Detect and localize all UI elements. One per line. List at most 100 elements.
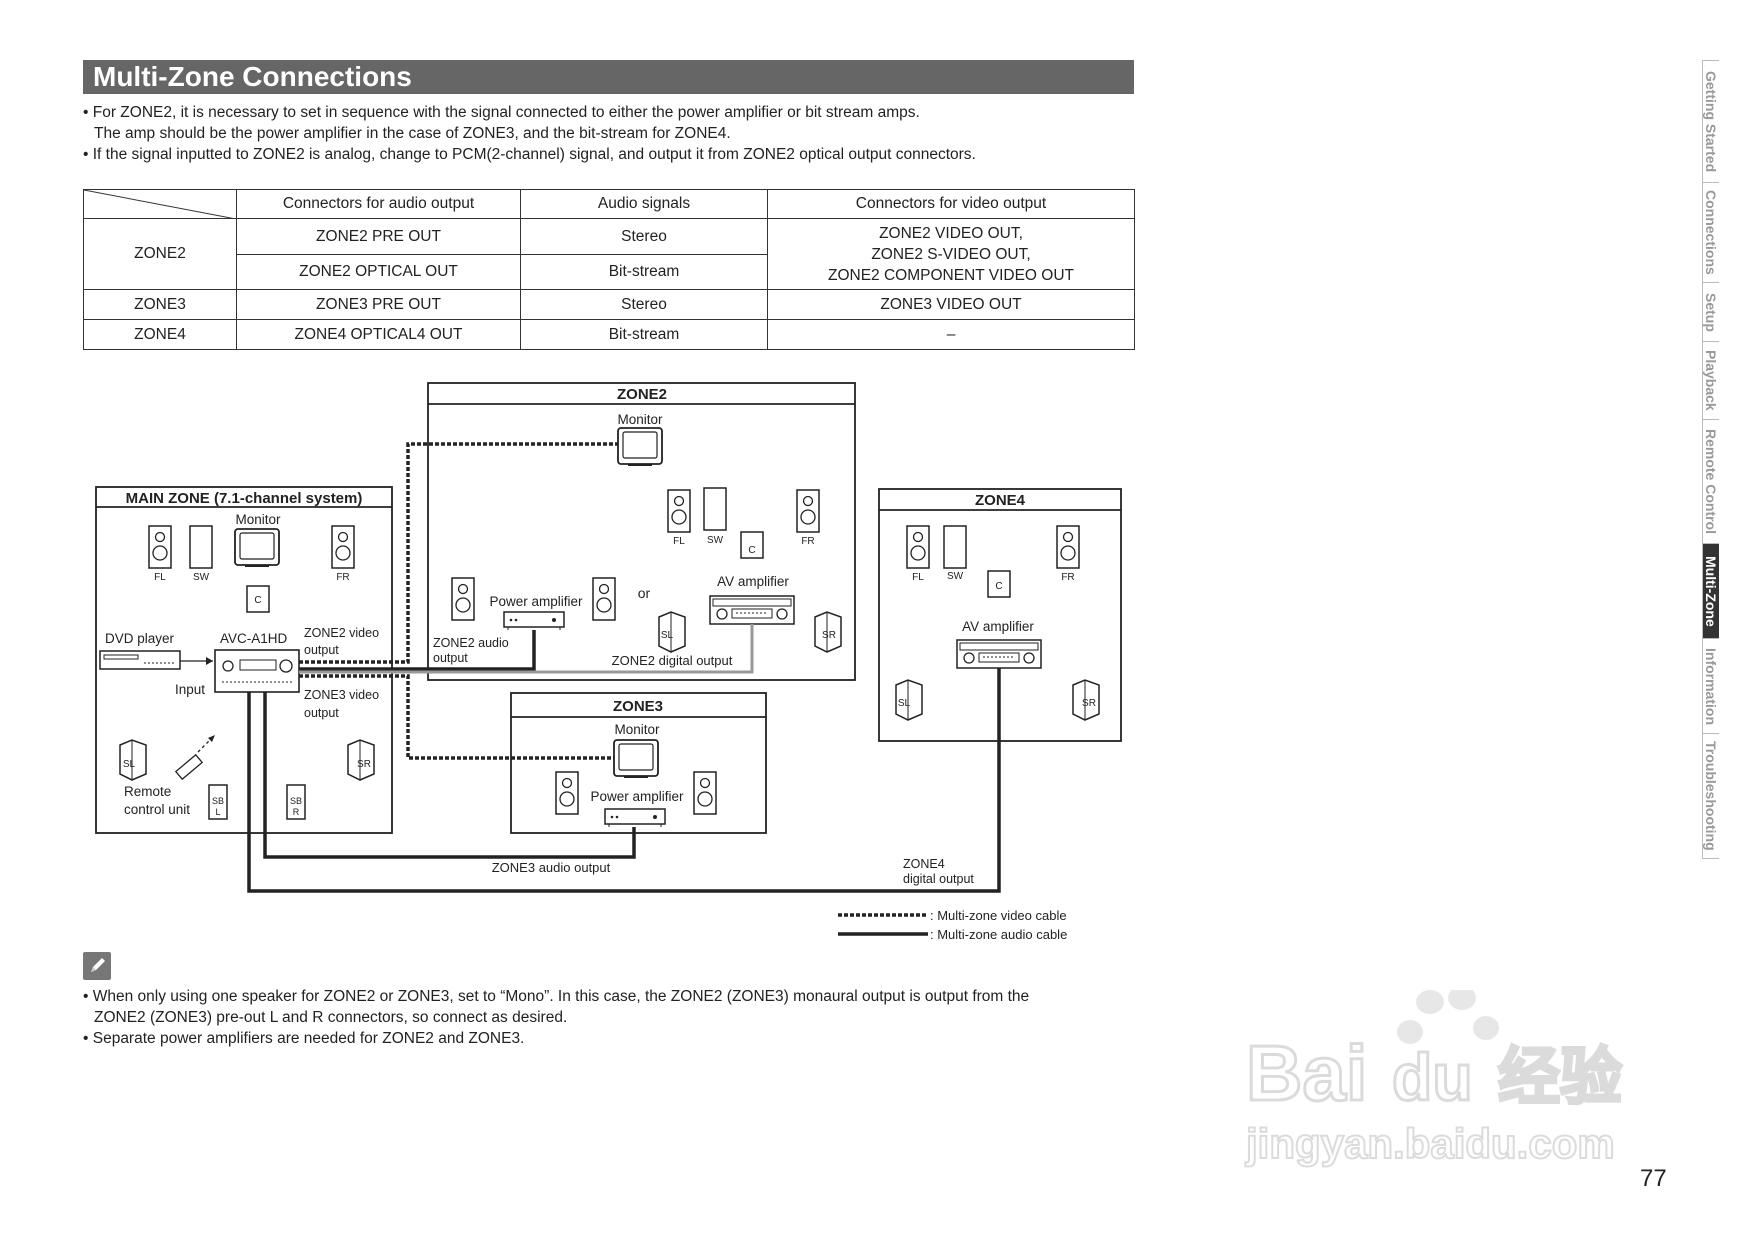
sw-label: SW	[193, 572, 210, 583]
video-cables	[299, 442, 618, 760]
c-label: C	[748, 545, 755, 556]
c-label: C	[995, 581, 1002, 592]
zone2-power-amplifier-icon	[503, 611, 565, 631]
audio-cables	[247, 624, 1001, 893]
legend-audio-label: : Multi-zone audio cable	[930, 927, 1067, 942]
fl-label: FL	[154, 572, 166, 583]
main-zone-title: MAIN ZONE (7.1-channel system)	[126, 490, 363, 507]
section-tabs: Getting Started Connections Setup Playba…	[1702, 60, 1754, 859]
tab-playback[interactable]: Playback	[1702, 341, 1719, 419]
table-cell: Bit-stream	[520, 319, 768, 350]
tab-multi-zone[interactable]: Multi-Zone	[1702, 543, 1719, 638]
dvd-player-icon	[99, 650, 181, 670]
zone4-title: ZONE4	[975, 492, 1026, 509]
zone2-monitor-label: Monitor	[617, 412, 663, 427]
or-label: or	[638, 585, 651, 601]
table-cell: Bit-stream	[520, 254, 768, 290]
table-corner-cell	[83, 189, 237, 219]
sbr-label: R	[293, 807, 300, 817]
tab-getting-started[interactable]: Getting Started	[1702, 60, 1719, 182]
pencil-note-icon	[83, 952, 111, 980]
table-header-row: Connectors for audio output Audio signal…	[83, 189, 1135, 219]
zone2-sw-speaker-icon	[703, 487, 727, 531]
zone4-fr-speaker-icon	[1056, 525, 1080, 569]
sbl-label: L	[215, 807, 220, 817]
fr-label: FR	[1061, 572, 1074, 583]
table-cell: ZONE2 PRE OUT	[236, 218, 521, 255]
cable-legend: : Multi-zone video cable : Multi-zone au…	[838, 908, 1067, 942]
zone3-monitor-icon	[613, 739, 659, 778]
table-row: ZONE4 ZONE4 OPTICAL4 OUT Bit-stream –	[83, 319, 1135, 350]
table-header: Audio signals	[520, 189, 768, 219]
zone2-audio-output-label: output	[433, 651, 468, 665]
zone2-right-speaker-icon	[592, 577, 616, 621]
zone2-audio-output-label: ZONE2 audio	[433, 636, 509, 650]
zone2-video-output-label: ZONE2 video	[304, 626, 379, 640]
zone3-right-speaker-icon	[693, 771, 717, 815]
page-number: 77	[1640, 1165, 1667, 1192]
table-cell: –	[767, 319, 1135, 350]
table-header: Connectors for video output	[767, 189, 1135, 219]
zone2-digital-output-label: ZONE2 digital output	[612, 653, 733, 668]
table-row: ZONE2 ZONE2 PRE OUT Stereo ZONE2 VIDEO O…	[83, 218, 1135, 290]
diagonal-line	[84, 190, 236, 219]
page-title: Multi-Zone Connections	[83, 60, 1134, 94]
table-cell: ZONE4 OPTICAL4 OUT	[236, 319, 521, 350]
bullet-item-continued: The amp should be the power amplifier in…	[94, 125, 731, 142]
zone2-video-output-label: output	[304, 643, 339, 657]
zone2-title: ZONE2	[617, 386, 667, 403]
remote-label: control unit	[124, 802, 190, 817]
receiver-icon	[214, 649, 300, 693]
video-connector: ZONE2 VIDEO OUT,	[879, 224, 1023, 242]
zone4-digital-output-label: ZONE4	[903, 857, 945, 871]
dvd-player-label: DVD player	[105, 631, 175, 646]
sw-label: SW	[947, 571, 964, 582]
tab-troubleshooting[interactable]: Troubleshooting	[1702, 733, 1719, 859]
note-item: • Separate power amplifiers are needed f…	[83, 1030, 525, 1047]
zone-label: ZONE3	[83, 289, 237, 320]
power-amplifier-label: Power amplifier	[489, 594, 583, 609]
main-fl-speaker-icon	[148, 525, 172, 569]
zone2-av-amplifier-icon	[709, 595, 795, 625]
zone-label: ZONE2	[83, 218, 237, 290]
sr-label: SR	[357, 759, 371, 770]
zone-table: Connectors for audio output Audio signal…	[83, 189, 1135, 350]
watermark-jingyan: 经验	[1498, 1043, 1622, 1112]
zone4-area: ZONE4 FL SW C FR AV amplifier SL SR	[878, 488, 1122, 742]
video-connector: ZONE2 S-VIDEO OUT,	[871, 245, 1031, 263]
zone4-fl-speaker-icon	[906, 525, 930, 569]
sbr-label: SB	[290, 796, 302, 806]
sl-label: SL	[898, 698, 911, 709]
zone2-fr-speaker-icon	[796, 489, 820, 533]
intro-bullets: • For ZONE2, it is necessary to set in s…	[83, 102, 1133, 165]
notes: • When only using one speaker for ZONE2 …	[83, 986, 1133, 1049]
tab-setup[interactable]: Setup	[1702, 282, 1719, 341]
tab-information[interactable]: Information	[1702, 638, 1719, 733]
zone4-sw-speaker-icon	[943, 525, 967, 569]
fr-label: FR	[801, 536, 814, 547]
fl-label: FL	[673, 536, 685, 547]
table-cell-video: ZONE2 VIDEO OUT, ZONE2 S-VIDEO OUT, ZONE…	[767, 218, 1135, 290]
sl-label: SL	[661, 630, 674, 641]
input-label: Input	[175, 682, 205, 697]
tab-connections[interactable]: Connections	[1702, 182, 1719, 282]
remote-label: Remote	[124, 784, 171, 799]
zone3-left-speaker-icon	[555, 771, 579, 815]
zone3-monitor-label: Monitor	[614, 722, 660, 737]
zone3-video-output-label: ZONE3 video	[304, 688, 379, 702]
table-row: ZONE2 OPTICAL OUT Bit-stream	[84, 254, 1135, 290]
receiver-label: AVC-A1HD	[220, 631, 288, 646]
zone2-av-amplifier-label: AV amplifier	[717, 574, 789, 589]
tab-remote-control[interactable]: Remote Control	[1702, 419, 1719, 543]
sr-label: SR	[822, 630, 836, 641]
table-cell: ZONE3 PRE OUT	[236, 289, 521, 320]
main-monitor-label: Monitor	[235, 512, 281, 527]
fr-label: FR	[336, 572, 349, 583]
note-item: • When only using one speaker for ZONE2 …	[83, 988, 1030, 1005]
zone2-monitor-icon	[617, 427, 663, 466]
bullet-item: • For ZONE2, it is necessary to set in s…	[83, 104, 920, 121]
table-cell: Stereo	[520, 289, 768, 320]
zone3-title: ZONE3	[613, 698, 663, 715]
sl-label: SL	[123, 759, 136, 770]
sr-label: SR	[1082, 698, 1096, 709]
